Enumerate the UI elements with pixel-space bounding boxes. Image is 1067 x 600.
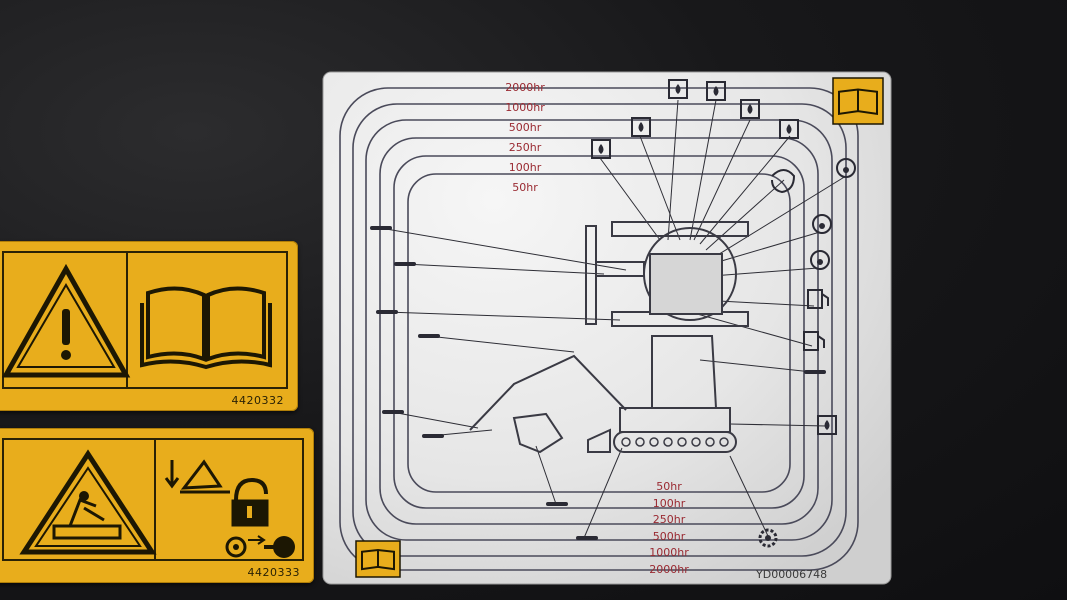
track-left-top bbox=[611, 221, 749, 237]
service-icons bbox=[355, 77, 884, 578]
leader-line bbox=[711, 267, 819, 277]
leader-line bbox=[717, 231, 821, 263]
key-icon bbox=[225, 535, 295, 558]
track-roller bbox=[719, 437, 729, 447]
hydraulic-oil-icon bbox=[668, 79, 688, 99]
leader-line bbox=[693, 119, 751, 241]
warning-triangle-icon bbox=[2, 263, 131, 378]
gear-icon bbox=[758, 528, 778, 548]
leader-line bbox=[391, 411, 479, 429]
leader-line bbox=[729, 455, 769, 537]
interval-track bbox=[407, 173, 791, 493]
interval-tag: 2000hr bbox=[638, 562, 700, 578]
interval-tag-label: 250hr bbox=[652, 513, 686, 526]
leader-line bbox=[599, 157, 661, 241]
leader-line bbox=[427, 335, 575, 353]
leader-line bbox=[385, 311, 621, 321]
engine-oil-icon bbox=[812, 214, 832, 234]
interval-tag: 100hr bbox=[494, 160, 556, 176]
interval-tag: 1000hr bbox=[494, 100, 556, 116]
padlock-icon bbox=[231, 477, 269, 527]
crush-hazard-icon bbox=[19, 449, 157, 555]
boom-top bbox=[595, 261, 645, 277]
track-roller bbox=[649, 437, 659, 447]
interval-tag-label: 1000hr bbox=[649, 546, 689, 559]
coolant-icon bbox=[771, 169, 796, 194]
interval-tag-label: 100hr bbox=[508, 161, 542, 174]
interval-tag: 500hr bbox=[638, 529, 700, 545]
interval-tag-label: 50hr bbox=[512, 181, 538, 194]
interval-track bbox=[352, 103, 847, 557]
leader-line bbox=[715, 175, 847, 257]
leader-line bbox=[667, 99, 679, 241]
leader-line bbox=[403, 263, 605, 275]
fuel-icon bbox=[803, 331, 825, 351]
interval-tag-label: 50hr bbox=[656, 480, 682, 493]
leader-line bbox=[583, 447, 623, 539]
hydraulic-oil-icon bbox=[591, 139, 611, 159]
interval-tag-label: 500hr bbox=[652, 529, 686, 543]
track-roller bbox=[677, 437, 687, 447]
track-roller bbox=[621, 437, 631, 447]
interval-tag: 250hr bbox=[494, 140, 556, 156]
engine-oil-icon bbox=[836, 158, 856, 178]
engine-oil-icon bbox=[810, 250, 830, 270]
interval-tag-label: 1000hr bbox=[505, 101, 545, 114]
hydraulic-oil-icon bbox=[631, 117, 651, 137]
decal-part-number: 4420332 bbox=[231, 394, 284, 407]
service-point-leaders bbox=[379, 99, 847, 539]
chart-serial-number: YD00006748 bbox=[756, 568, 828, 581]
interval-tag: 100hr bbox=[638, 496, 700, 512]
upper-structure-side bbox=[619, 407, 731, 433]
hydraulic-oil-icon bbox=[706, 81, 726, 101]
manual-book-icon bbox=[140, 286, 272, 370]
leader-line bbox=[699, 135, 791, 245]
track-roller bbox=[691, 437, 701, 447]
interval-track bbox=[339, 87, 859, 571]
leader-line bbox=[699, 359, 813, 373]
interval-tag: 50hr bbox=[638, 479, 700, 495]
interval-tag-label: 2000hr bbox=[649, 562, 689, 576]
interval-tag: 2000hr bbox=[494, 80, 556, 96]
boom-arm-side bbox=[469, 354, 627, 431]
warning-decal-lock-out: 4420333 bbox=[0, 428, 314, 583]
leader-line bbox=[689, 99, 717, 241]
bucket-side bbox=[512, 412, 564, 454]
interval-tag-label: 250hr bbox=[508, 141, 542, 154]
interval-tag-label: 100hr bbox=[652, 496, 686, 510]
hydraulic-oil-icon bbox=[779, 119, 799, 139]
track-roller bbox=[705, 437, 715, 447]
interval-tag: 250hr bbox=[638, 512, 700, 528]
interval-tag-label: 2000hr bbox=[505, 81, 545, 94]
cab-top bbox=[649, 253, 723, 315]
hydraulic-oil-icon bbox=[740, 99, 760, 119]
leader-line bbox=[535, 445, 557, 505]
track-roller bbox=[635, 437, 645, 447]
decal-part-number: 4420333 bbox=[247, 566, 300, 579]
interval-tag: 500hr bbox=[494, 120, 556, 136]
interval-tag: 50hr bbox=[494, 180, 556, 196]
blade-side bbox=[587, 428, 611, 453]
manual-book-icon bbox=[355, 540, 401, 578]
cab-side bbox=[651, 335, 717, 409]
leader-line bbox=[729, 423, 827, 427]
leader-line bbox=[689, 311, 813, 347]
warning-decal-read-manual: 4420332 bbox=[0, 241, 298, 411]
fuel-icon bbox=[807, 289, 829, 309]
hydraulic-oil-icon bbox=[817, 415, 837, 435]
track-roller bbox=[663, 437, 673, 447]
chart-plate bbox=[322, 71, 892, 585]
bucket-lower-icon bbox=[164, 459, 230, 494]
interval-tag-label: 500hr bbox=[508, 121, 542, 134]
interval-tag: 1000hr bbox=[638, 545, 700, 561]
excavator-illustration bbox=[469, 221, 749, 454]
manual-book-icon bbox=[832, 77, 884, 125]
interval-track bbox=[365, 119, 833, 541]
